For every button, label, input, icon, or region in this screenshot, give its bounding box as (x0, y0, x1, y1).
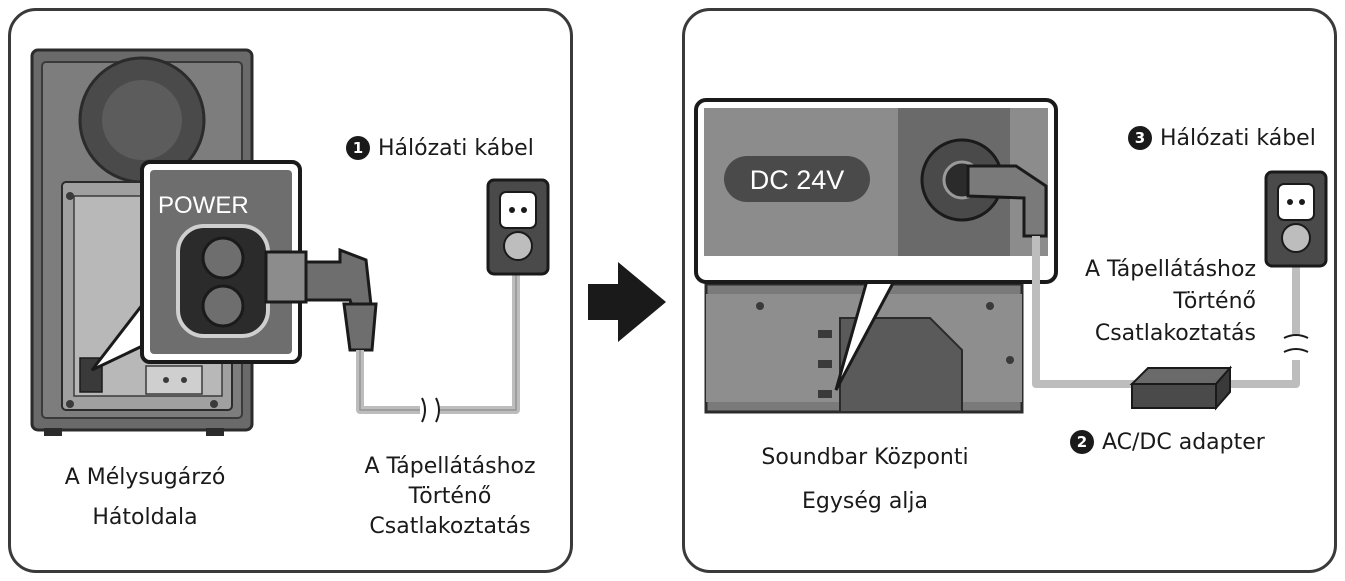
soundbar-illustration (704, 282, 1024, 414)
arrow-right-icon (588, 262, 666, 342)
step-number-1: 1 (346, 136, 370, 160)
power-label: POWER (158, 192, 249, 219)
dc-label-badge (724, 156, 870, 202)
wall-outlet-icon (486, 178, 550, 276)
wall-outlet-icon (1264, 170, 1328, 268)
dc-port-zoom: DC 24V (694, 98, 1058, 284)
dc-label: DC 24V (750, 165, 845, 195)
device-label-soundbar: Soundbar Központi Egység alja (761, 445, 969, 514)
power-port-zoom: POWER (140, 160, 302, 364)
connection-label-left: A Tápellátáshoz Történő Csatlakoztatás (364, 454, 536, 539)
ac-dc-adapter-icon (1129, 365, 1233, 411)
power-plug-icon (264, 247, 378, 352)
step-number-3: 3 (1128, 126, 1152, 150)
step-number-2: 2 (1070, 430, 1094, 454)
device-label-subwoofer: A Mélysugárzó Hátoldala (64, 465, 226, 530)
connection-label-right: A Tápellátáshoz Történő Csatlakoztatás (1084, 257, 1256, 346)
